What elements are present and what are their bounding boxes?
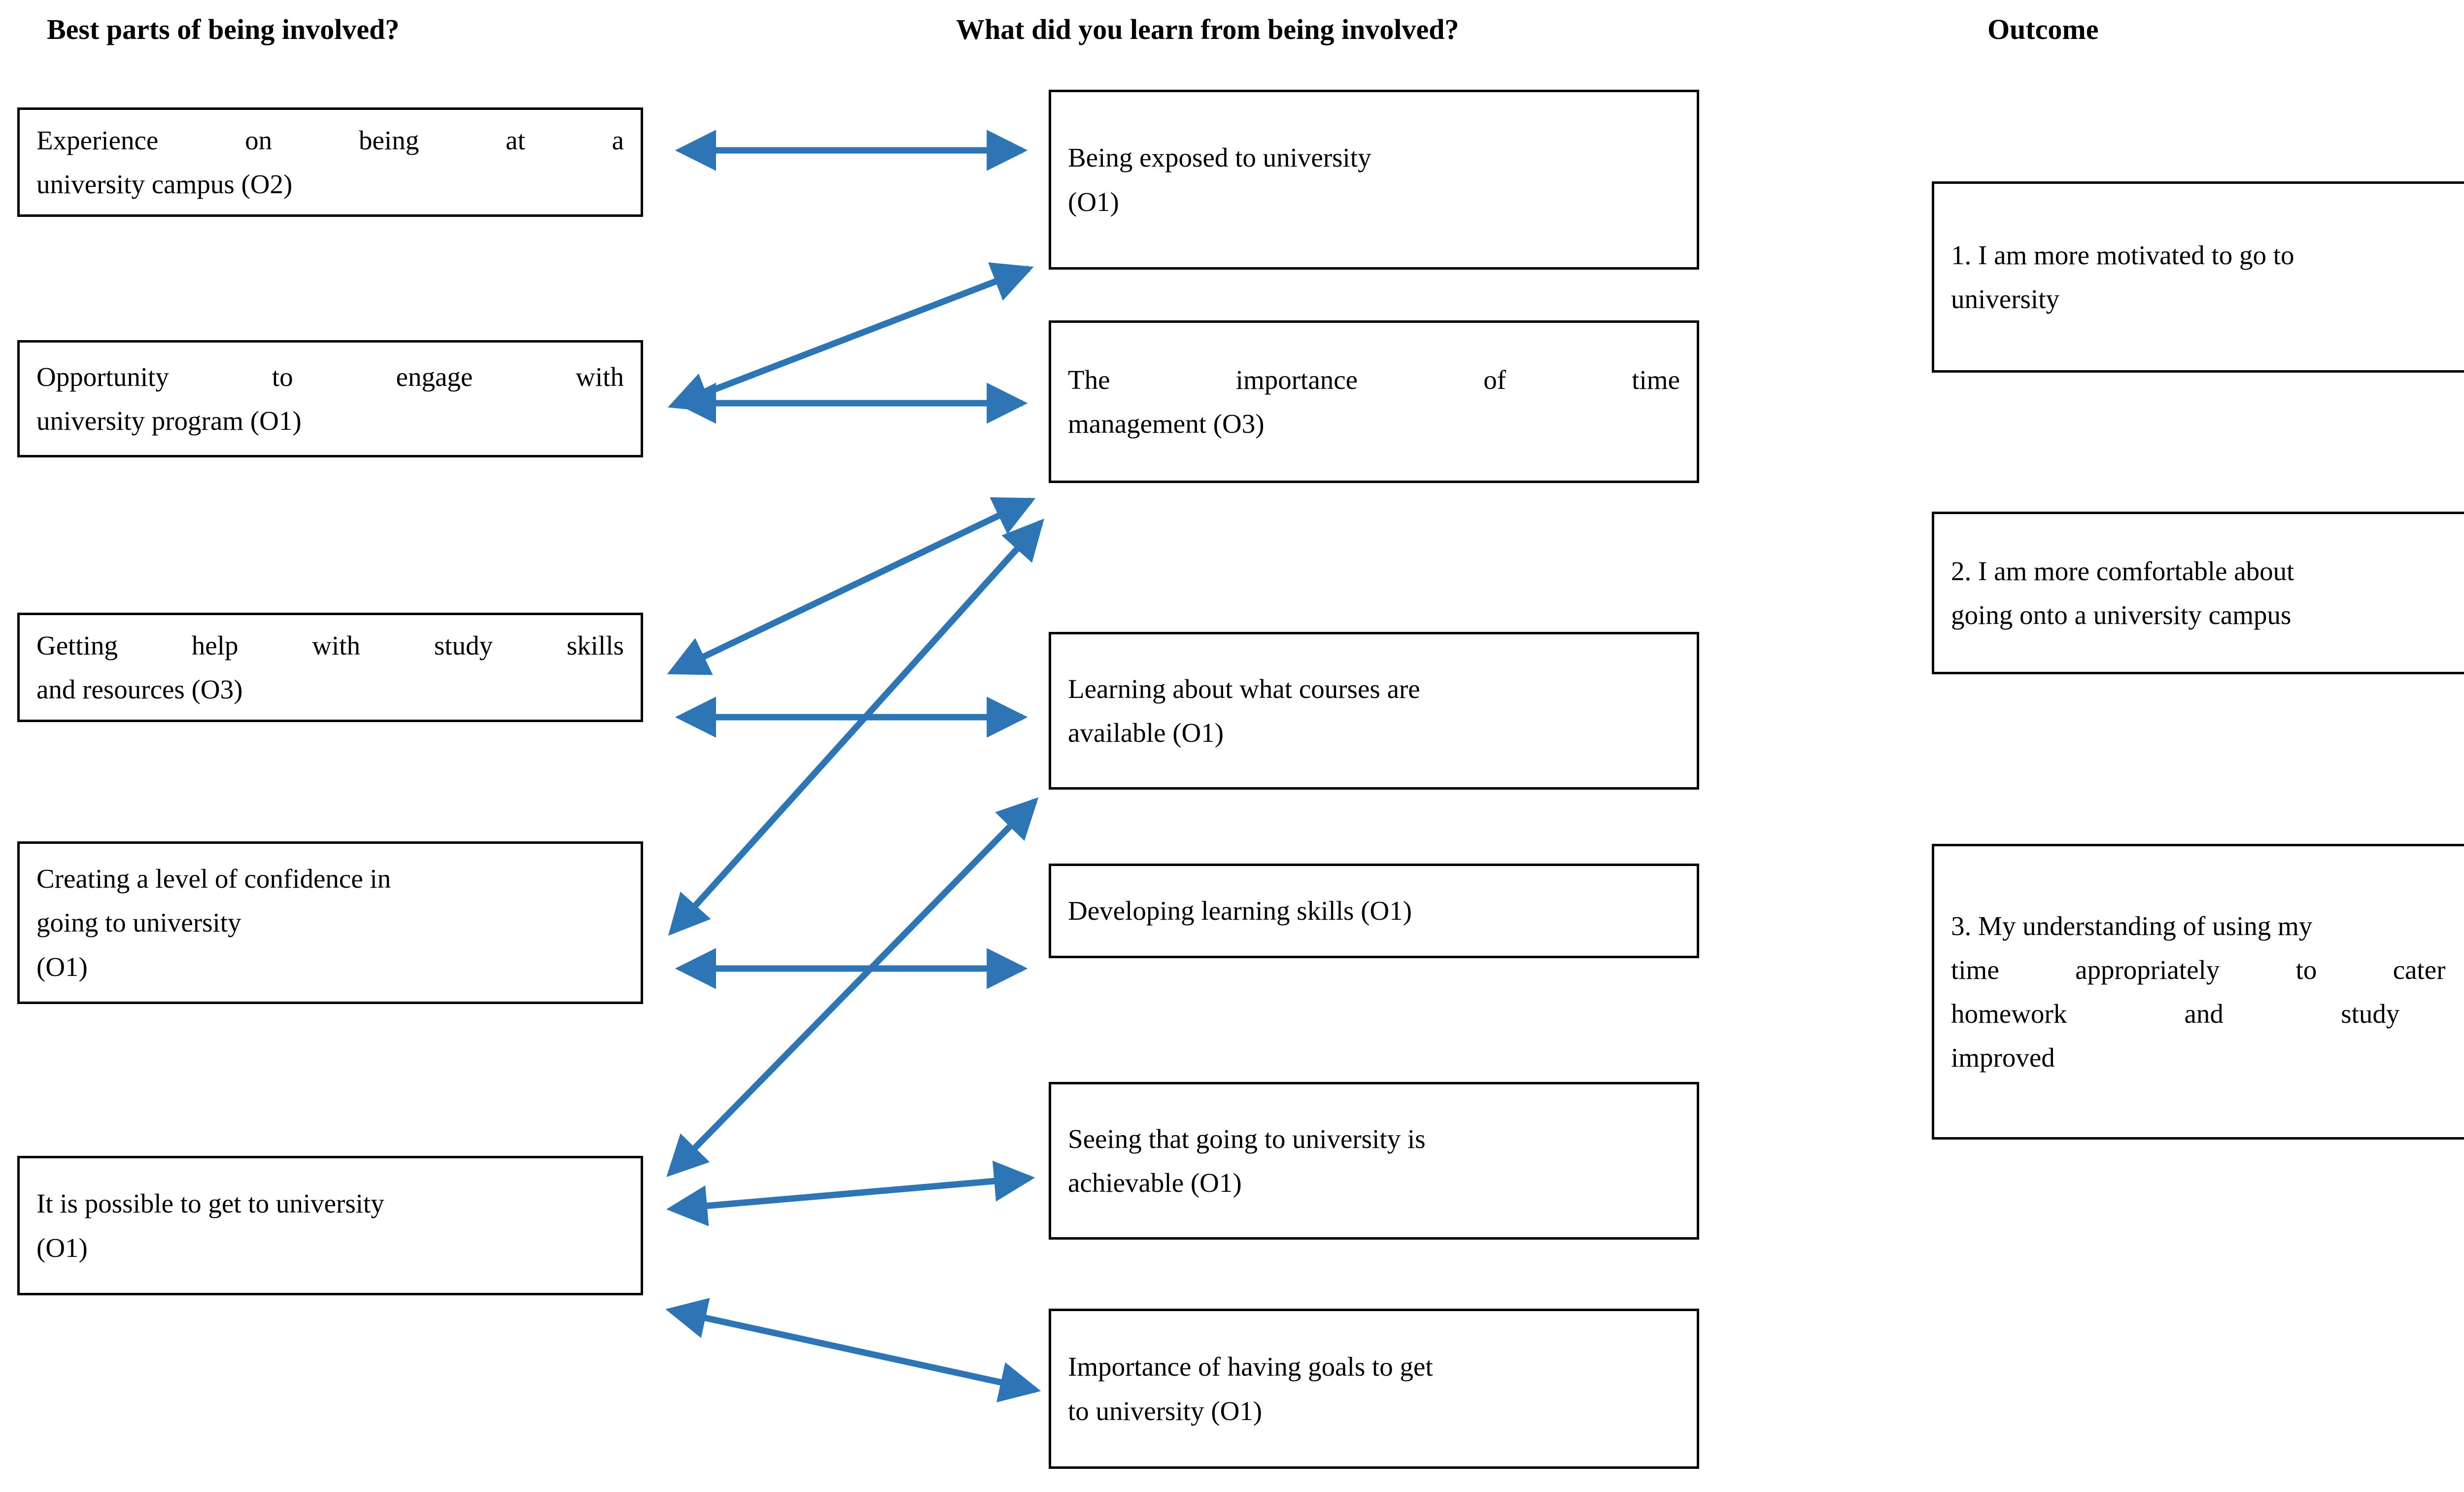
node-left-3-text: Getting help with study skills and resou… — [20, 624, 641, 711]
node-left-5-line2: (O1) — [36, 1232, 88, 1263]
node-left-4-line1: Creating a level of confidence in — [36, 864, 391, 894]
node-middle-6-line2: to university (O1) — [1068, 1395, 1263, 1426]
node-left-4[interactable]: Creating a level of confidence in going … — [17, 841, 643, 1004]
arrow-left3-to-middle3-diagonal — [667, 497, 1036, 675]
node-outcome-3-text: 3. My understanding of using my time app… — [1934, 904, 2464, 1079]
node-outcome-3-line1: 3. My understanding of using my — [1951, 910, 2313, 941]
node-left-3-line2: and resources (O3) — [36, 674, 243, 704]
column-heading-right: Outcome — [1987, 13, 2099, 45]
node-left-4-line2: going to university — [36, 907, 241, 938]
node-outcome-2[interactable]: 2. I am more comfortable about going ont… — [1932, 512, 2464, 674]
node-middle-3[interactable]: Learning about what courses are availabl… — [1049, 632, 1699, 790]
node-left-1-line1: Experience on being at a — [36, 125, 624, 155]
node-middle-6-text: Importance of having goals to get to uni… — [1051, 1345, 1697, 1432]
node-left-2[interactable]: Opportunity to engage with university pr… — [17, 340, 643, 457]
arrow-left4-to-middle3-diagonal — [668, 519, 1044, 936]
node-middle-1[interactable]: Being exposed to university (O1) — [1049, 90, 1699, 270]
node-outcome-1-line2: university — [1951, 284, 2059, 314]
node-middle-5-line1: Seeing that going to university is — [1068, 1123, 1426, 1154]
node-middle-4[interactable]: Developing learning skills (O1) — [1049, 864, 1699, 958]
node-middle-1-text: Being exposed to university (O1) — [1051, 136, 1697, 223]
column-heading-left: Best parts of being involved? — [47, 13, 400, 45]
node-left-5-line1: It is possible to get to university — [36, 1188, 384, 1219]
node-middle-3-line2: available (O1) — [1068, 718, 1224, 748]
node-outcome-1-line1: 1. I am more motivated to go to — [1951, 240, 2294, 270]
node-left-2-line2: university program (O1) — [36, 406, 302, 436]
node-middle-2[interactable]: The importance of time management (O3) — [1049, 320, 1699, 483]
node-outcome-2-text: 2. I am more comfortable about going ont… — [1934, 549, 2464, 637]
node-outcome-3-line4: improved — [1951, 1042, 2055, 1073]
node-left-5[interactable]: It is possible to get to university (O1) — [17, 1156, 643, 1295]
node-middle-5-text: Seeing that going to university is achie… — [1051, 1117, 1697, 1205]
node-middle-4-line1: Developing learning skills (O1) — [1068, 896, 1412, 926]
node-left-5-text: It is possible to get to university (O1) — [20, 1181, 641, 1269]
node-outcome-1[interactable]: 1. I am more motivated to go to universi… — [1932, 181, 2464, 373]
node-middle-2-line1: The importance of time — [1068, 364, 1680, 395]
arrow-left5-to-middle5-diagonal — [666, 797, 1039, 1177]
node-left-1[interactable]: Experience on being at a university camp… — [17, 107, 643, 217]
node-outcome-1-text: 1. I am more motivated to go to universi… — [1934, 233, 2464, 321]
node-outcome-3-line3: homework and study has — [1951, 999, 2464, 1029]
node-middle-1-line2: (O1) — [1068, 186, 1119, 217]
node-left-4-text: Creating a level of confidence in going … — [20, 857, 641, 988]
node-middle-5-line2: achievable (O1) — [1068, 1168, 1242, 1198]
node-middle-2-line2: management (O3) — [1068, 409, 1265, 439]
node-left-4-line3: (O1) — [36, 951, 88, 982]
node-middle-1-line1: Being exposed to university — [1068, 142, 1371, 173]
node-left-1-line2: university campus (O2) — [36, 169, 293, 199]
node-middle-2-text: The importance of time management (O3) — [1051, 358, 1697, 446]
node-left-2-line1: Opportunity to engage with — [36, 361, 624, 392]
node-outcome-3-line2: time appropriately to cater for — [1951, 954, 2464, 985]
node-middle-4-text: Developing learning skills (O1) — [1051, 889, 1697, 933]
arrow-left5-to-middle5 — [666, 1160, 1035, 1226]
node-middle-6[interactable]: Importance of having goals to get to uni… — [1049, 1309, 1699, 1469]
node-outcome-2-line1: 2. I am more comfortable about — [1951, 555, 2294, 586]
node-left-1-text: Experience on being at a university camp… — [20, 118, 641, 206]
node-outcome-3[interactable]: 3. My understanding of using my time app… — [1932, 844, 2464, 1140]
node-left-3[interactable]: Getting help with study skills and resou… — [17, 613, 643, 722]
column-heading-middle: What did you learn from being involved? — [956, 13, 1459, 45]
node-left-3-line1: Getting help with study skills — [36, 630, 624, 660]
node-middle-3-line1: Learning about what courses are — [1068, 673, 1420, 704]
node-left-2-text: Opportunity to engage with university pr… — [20, 355, 641, 443]
node-middle-6-line1: Importance of having goals to get — [1068, 1352, 1433, 1382]
node-middle-5[interactable]: Seeing that going to university is achie… — [1049, 1082, 1699, 1240]
node-outcome-2-line2: going onto a university campus — [1951, 600, 2292, 630]
node-middle-3-text: Learning about what courses are availabl… — [1051, 667, 1697, 755]
arrow-left2-to-middle1-diagonal — [668, 262, 1034, 412]
arrow-left5-to-middle6-diagonal — [665, 1298, 1041, 1403]
